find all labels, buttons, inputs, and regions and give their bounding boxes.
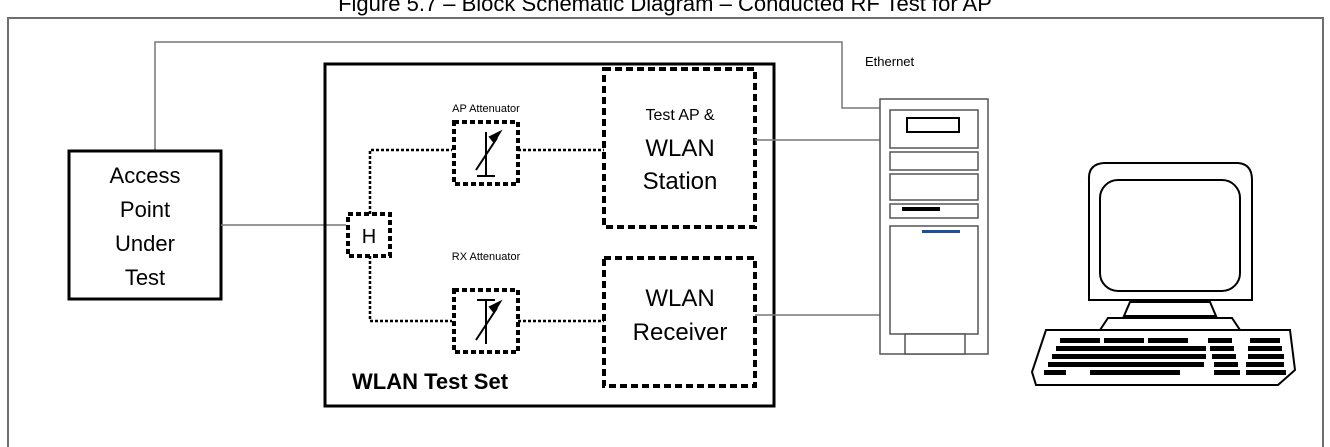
- figure-caption: Figure 5.7 – Block Schematic Diagram – C…: [338, 0, 992, 16]
- test-set-label: WLAN Test Set: [352, 369, 509, 394]
- ap-attenuator-icon: [475, 129, 503, 177]
- hybrid-label: H: [362, 226, 376, 248]
- ethernet-label: Ethernet: [865, 54, 915, 69]
- rx-attenuator-icon: [475, 299, 503, 344]
- monitor-icon: [1087, 162, 1253, 331]
- dut-label-line3: Under: [115, 231, 175, 256]
- rx-attenuator-label: RX Attenuator: [452, 251, 521, 263]
- station-label-line2: WLAN: [645, 135, 714, 162]
- dut-label-line2: Point: [120, 197, 170, 222]
- station-label-line1: Test AP &: [645, 107, 714, 124]
- wlan-test-set-box: [323, 62, 776, 408]
- ap-attenuator-label: AP Attenuator: [452, 103, 520, 115]
- wlan-receiver-box: [602, 256, 757, 388]
- dut-label-line1: Access: [110, 163, 181, 188]
- wlan-station-box: [602, 67, 757, 229]
- internal-rf-paths: [368, 148, 604, 323]
- hybrid-box: [346, 212, 392, 258]
- station-label-line3: Station: [643, 168, 718, 195]
- figure-frame: [7, 17, 1324, 447]
- ethernet-cable: [154, 41, 900, 152]
- computer-tower-icon: [879, 98, 989, 355]
- keyboard-icon: [1030, 329, 1297, 386]
- receiver-label-line2: Receiver: [633, 319, 728, 346]
- dut-label-line4: Test: [125, 265, 165, 290]
- receiver-label-line1: WLAN: [645, 285, 714, 312]
